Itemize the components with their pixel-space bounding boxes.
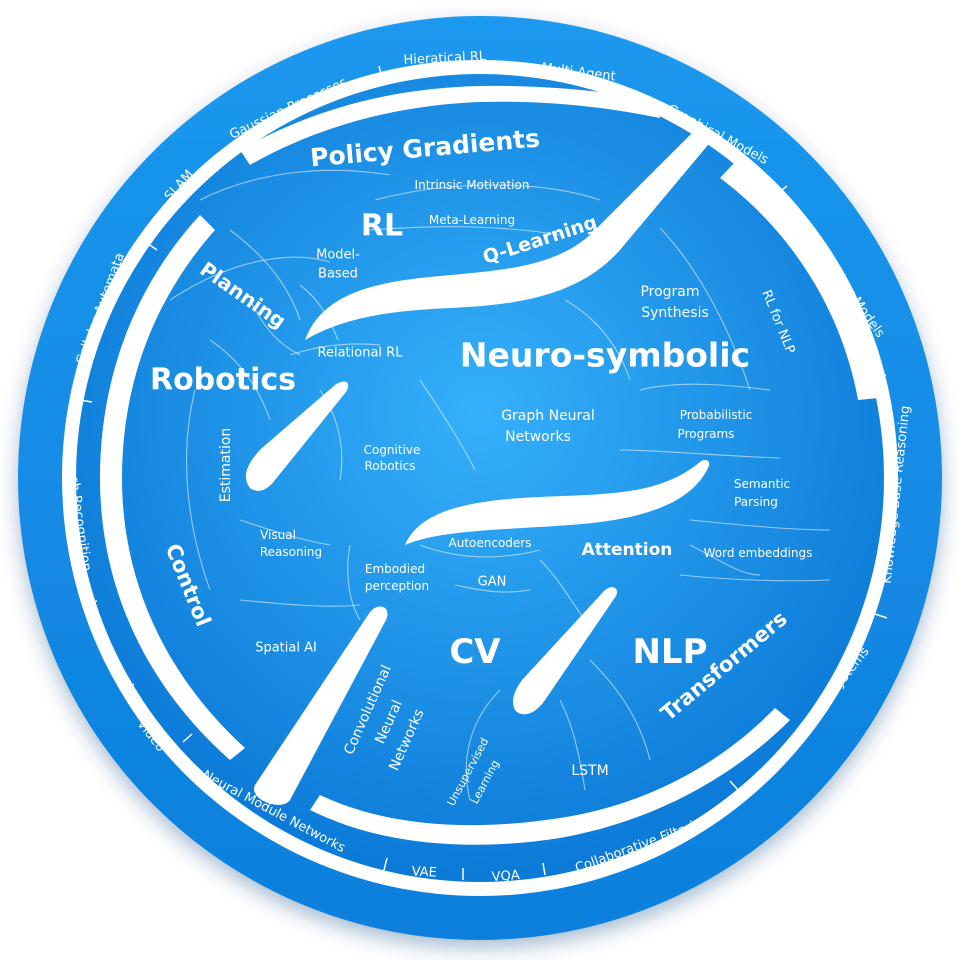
- ring-label-vqa: VQA: [491, 868, 520, 885]
- label-intrinsic-motivation: Intrinsic Motivation: [415, 178, 530, 192]
- ring-cutout-bottom: [310, 708, 790, 845]
- ring-cutout-top-right: [720, 162, 878, 400]
- label-probabilistic-programs-2: Programs: [678, 427, 735, 441]
- region-lines: [169, 169, 831, 801]
- label-probabilistic-programs-1: Probabilistic: [680, 408, 753, 422]
- ring-label-hieratical-rl: Hieratical RL: [403, 49, 487, 68]
- label-relational-rl: Relational RL: [318, 346, 404, 361]
- label-word-embeddings: Word embeddings: [704, 546, 813, 560]
- label-cognitive-robotics-2: Robotics: [365, 459, 416, 473]
- region-neurosymbolic: Neuro-symbolic Program Synthesis RL for …: [460, 284, 798, 509]
- label-estimation: Estimation: [218, 428, 234, 503]
- label-gnn-1: Graph Neural: [501, 408, 595, 424]
- label-embodied-perception-1: Embodied: [365, 562, 425, 576]
- label-rl-title: RL: [361, 209, 403, 244]
- label-program-synthesis-2: Synthesis: [641, 305, 709, 321]
- swoosh-top: [305, 129, 712, 340]
- label-gnn-2: Networks: [505, 429, 571, 445]
- swoosh-lower-left: [254, 606, 388, 805]
- white-swoosh-separator: [100, 85, 878, 845]
- label-visual-reasoning-2: Reasoning: [260, 545, 322, 559]
- label-semantic-parsing-2: Parsing: [734, 495, 778, 509]
- swoosh-lower-right: [512, 587, 618, 715]
- label-semantic-parsing-1: Semantic: [734, 477, 790, 491]
- label-model-based-2: Based: [318, 267, 358, 282]
- label-meta-learning: Meta-Learning: [429, 213, 515, 227]
- label-lstm: LSTM: [571, 763, 608, 779]
- label-visual-reasoning-1: Visual: [260, 528, 296, 542]
- swoosh-upper-left: [245, 381, 349, 491]
- label-model-based-1: Model-: [316, 248, 360, 263]
- ring-cutout-left: [100, 215, 245, 760]
- inner-disc: [76, 74, 884, 882]
- label-attention: Attention: [582, 540, 673, 560]
- label-robotics-title: Robotics: [150, 363, 296, 398]
- label-nlp-title: NLP: [632, 632, 707, 672]
- label-embodied-perception-2: perception: [365, 579, 429, 593]
- label-autoencoders: Autoencoders: [449, 536, 532, 550]
- label-neurosymbolic-title: Neuro-symbolic: [460, 336, 750, 375]
- label-program-synthesis-1: Program: [640, 284, 699, 300]
- label-gan: GAN: [478, 575, 507, 590]
- ring-label-vae: VAE: [411, 864, 437, 880]
- label-spatial-ai: Spatial AI: [255, 641, 317, 656]
- outer-ring-divider: [79, 61, 888, 880]
- swoosh-middle: [405, 460, 710, 545]
- label-cv-title: CV: [449, 632, 501, 672]
- label-cognitive-robotics-1: Cognitive: [364, 443, 421, 457]
- ring-cutout-top: [240, 85, 660, 165]
